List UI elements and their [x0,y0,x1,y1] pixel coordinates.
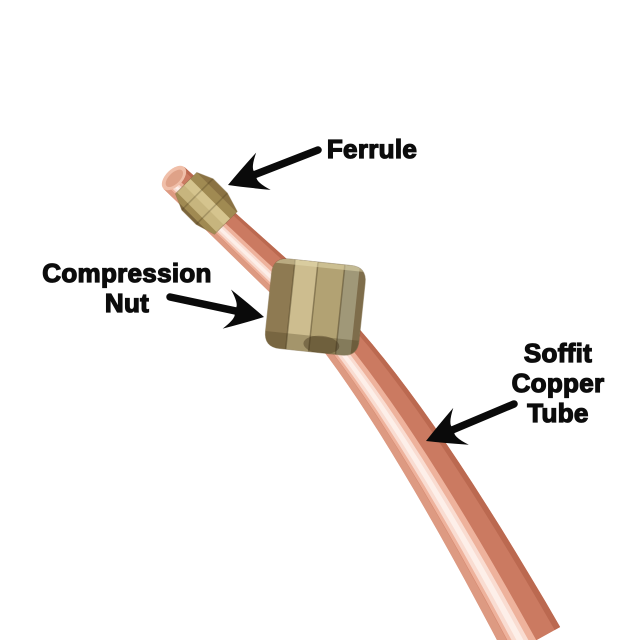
label-compression-nut-line: Compression [42,257,212,288]
label-ferrule-line: Ferrule [326,133,418,164]
arrow-ferrule [228,146,322,190]
label-compression-nut: Compression Nut [42,257,212,318]
label-soffit-copper-tube: Soffit Copper Tube [511,337,605,428]
label-soffit-copper-tube-line: Soffit [523,337,593,368]
annotation-arrows [166,146,518,445]
compression-nut [263,257,367,357]
label-compression-nut-line: Nut [104,287,150,318]
arrow-soffit-copper-tube [426,400,518,445]
label-soffit-copper-tube-line: Copper [511,367,605,398]
ferrule [170,167,242,239]
label-ferrule: Ferrule [326,133,418,164]
tube-end-cap [161,165,187,191]
label-soffit-copper-tube-line: Tube [527,397,589,428]
arrow-compression-nut [166,289,264,329]
copper-tube [161,165,561,640]
